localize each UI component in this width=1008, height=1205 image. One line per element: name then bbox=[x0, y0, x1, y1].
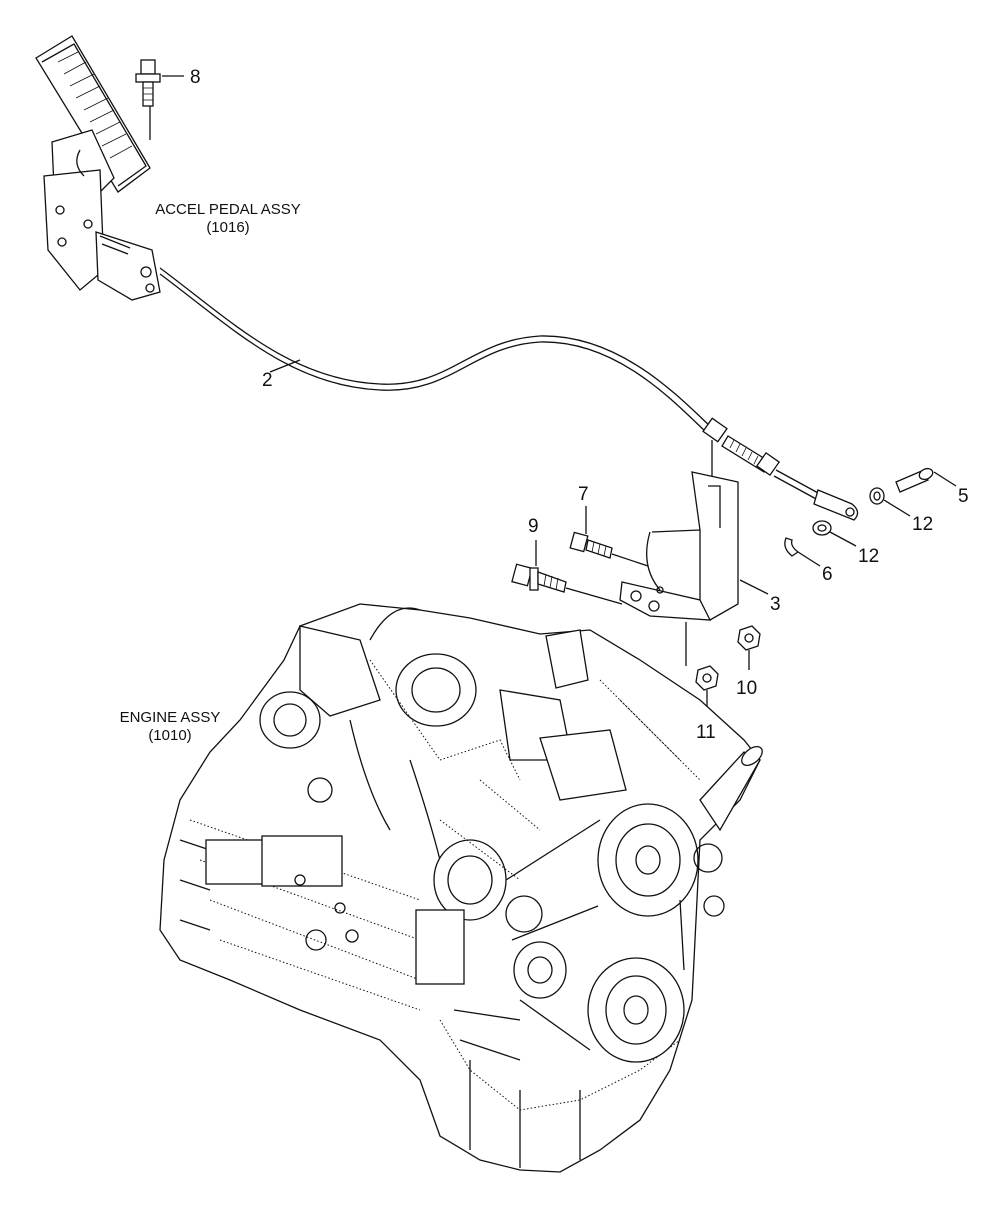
nut-part-10 bbox=[737, 625, 761, 670]
callout-2: 2 bbox=[262, 370, 273, 391]
engine-assembly bbox=[159, 603, 763, 1173]
engine-assy-code: (1010) bbox=[148, 727, 191, 744]
accel-pedal-assembly bbox=[35, 35, 161, 301]
accel-cable-part-2 bbox=[159, 267, 859, 521]
cotter-pin-part-6 bbox=[784, 537, 821, 567]
washer-part-12-upper bbox=[869, 487, 911, 517]
bracket-part-3 bbox=[619, 471, 769, 621]
bolt-part-7 bbox=[569, 506, 649, 567]
bolt-part-9 bbox=[511, 540, 623, 605]
callout-12-lower: 12 bbox=[858, 546, 879, 567]
engine-assy-name: ENGINE ASSY bbox=[120, 709, 221, 726]
callout-6: 6 bbox=[822, 564, 833, 585]
pin-part-5 bbox=[895, 467, 957, 493]
callout-5: 5 bbox=[958, 486, 969, 507]
nut-part-11 bbox=[685, 622, 719, 712]
pedal-assy-name: ACCEL PEDAL ASSY bbox=[155, 201, 301, 218]
callout-12-upper: 12 bbox=[912, 514, 933, 535]
washer-part-12-lower bbox=[812, 520, 857, 547]
callout-3: 3 bbox=[770, 594, 781, 615]
callout-10: 10 bbox=[736, 678, 757, 699]
callout-8: 8 bbox=[190, 67, 201, 88]
bolt-part-8 bbox=[135, 59, 184, 140]
callout-9: 9 bbox=[528, 516, 539, 537]
callout-11: 11 bbox=[696, 722, 716, 743]
pedal-assy-code: (1016) bbox=[206, 219, 249, 236]
callout-7: 7 bbox=[578, 484, 589, 505]
